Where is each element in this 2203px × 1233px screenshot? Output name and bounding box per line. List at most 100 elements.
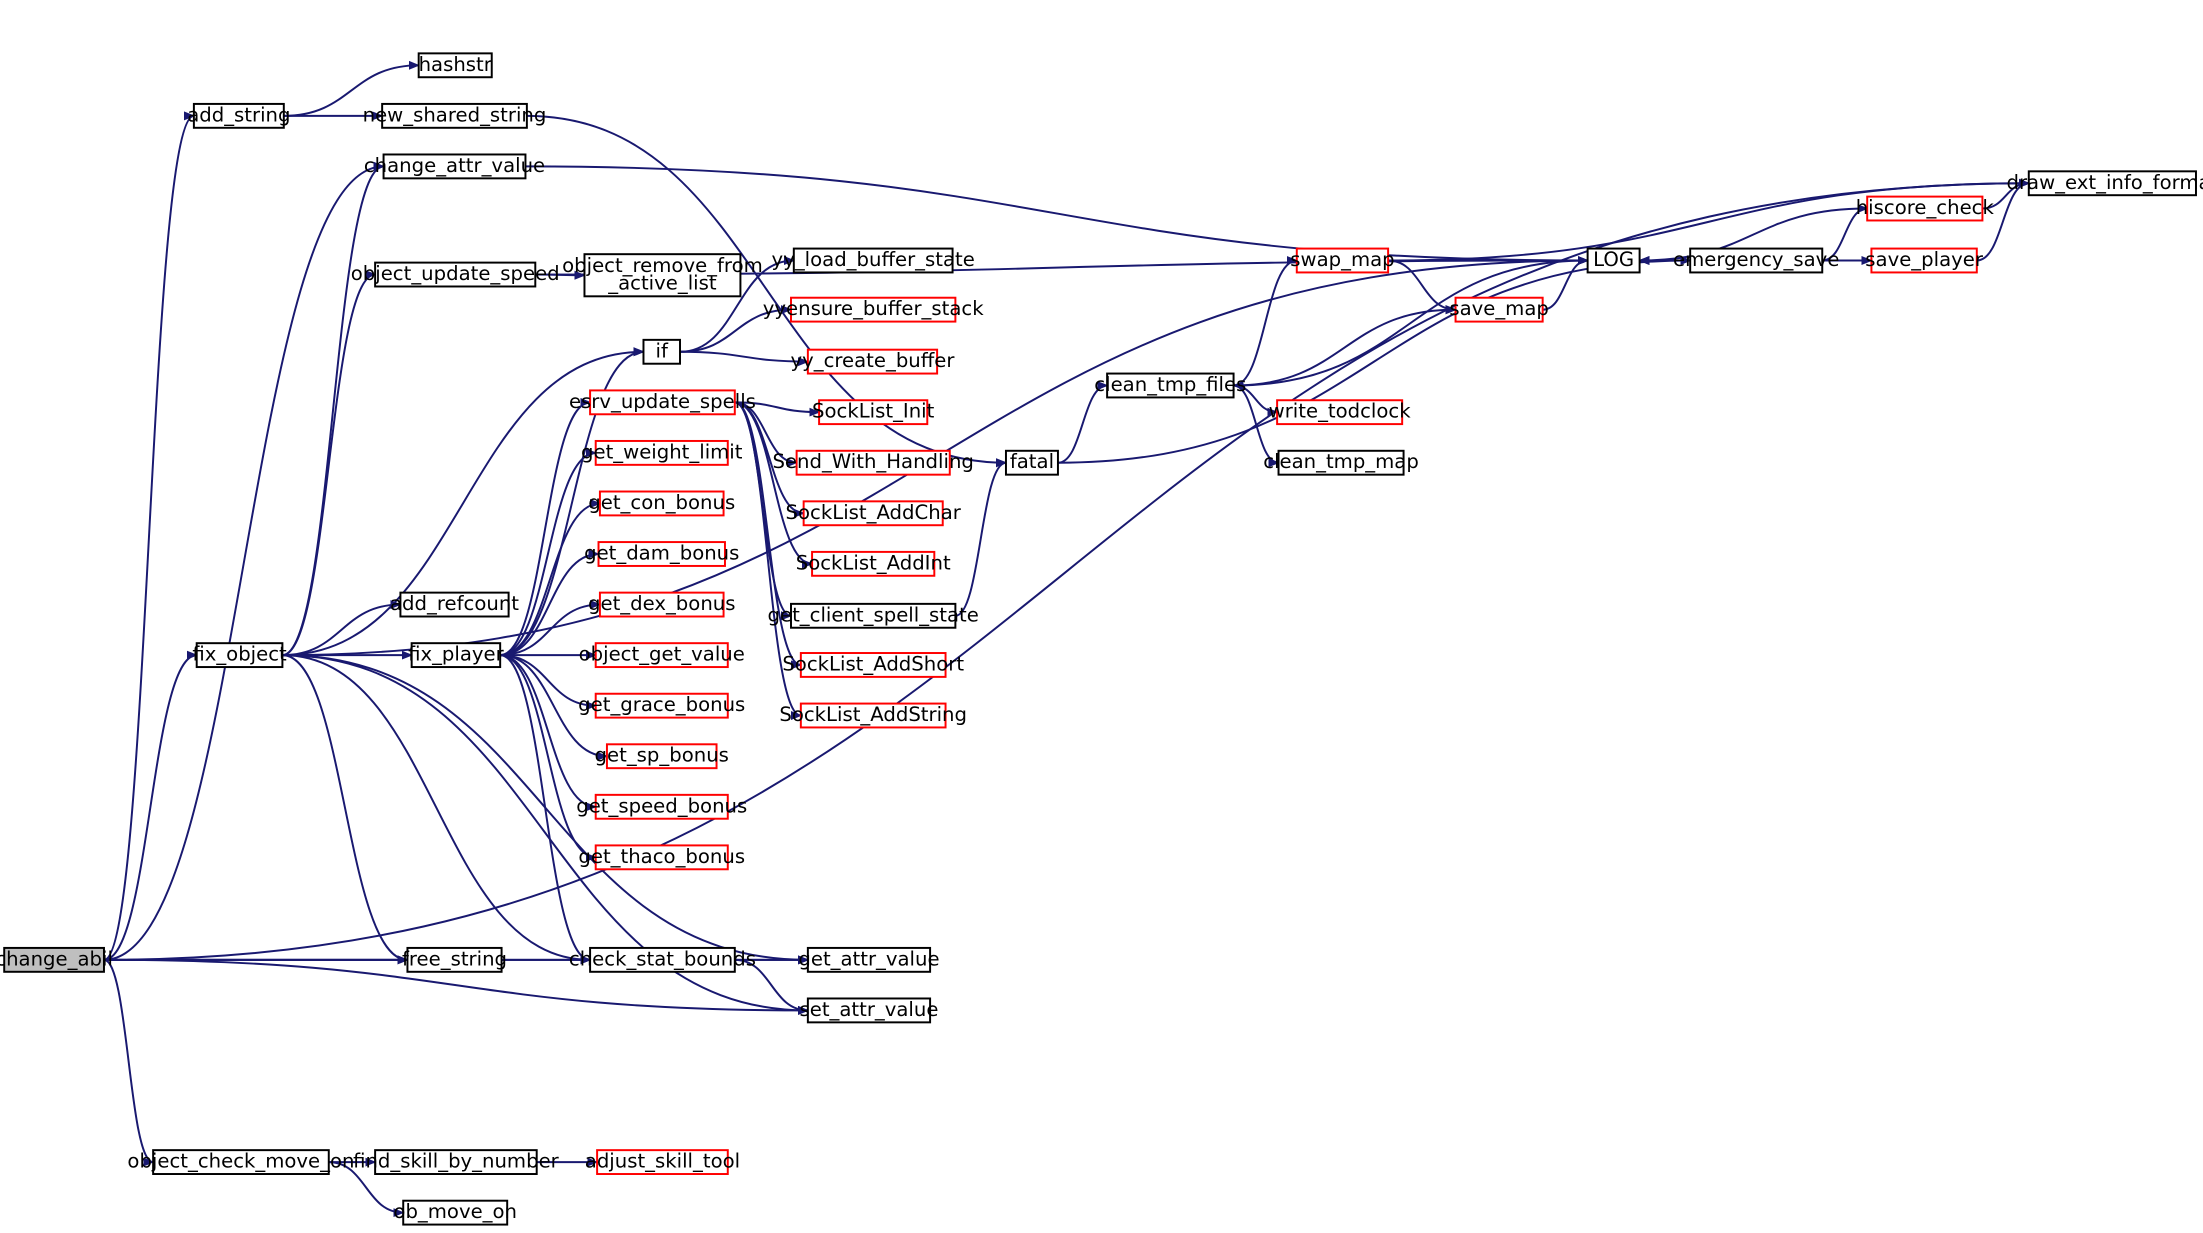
node-change-attr-value[interactable]: change_attr_value [364,153,545,180]
node-send-with-handling[interactable]: Send_With_Handling [772,449,974,476]
node-write-todclock[interactable]: write_todclock [1269,399,1412,426]
node-box [1870,247,1978,274]
node-label: LOG [1593,248,1634,271]
edge-line [955,463,1007,617]
node-label: check_stat_bounds [569,947,756,970]
node-yy-create-buffer[interactable]: yy_create_buffer [790,348,955,375]
node-check-stat-bounds[interactable]: check_stat_bounds [569,946,756,973]
node-object-get-value[interactable]: object_get_value [579,642,745,669]
node-get-con-bonus[interactable]: get_con_bonus [588,490,735,517]
node-fix-player[interactable]: fix_player [408,642,505,669]
node-label: get_dam_bonus [584,542,739,565]
node-get-client-spell-state[interactable]: get_client_spell_state [768,602,979,629]
edge-line [525,165,1587,260]
edge-line [1233,310,1456,387]
node-object-remove-from-active-list[interactable]: object_remove_from_active_list [562,253,763,298]
edge-line [103,166,384,961]
node-clean-tmp-map[interactable]: clean_tmp_map [1263,449,1419,476]
node-box [3,946,105,973]
node-get-dex-bonus[interactable]: get_dex_bonus [588,591,735,618]
node-add-string[interactable]: add_string [187,102,290,129]
edge-if-to-yy_load_buffer_state [680,261,794,353]
edge-clean_tmp_files-to-save_map [1233,310,1456,387]
edge-fix_player-to-get_thaco_bonus [500,654,596,857]
node-label: emergency_save [1673,248,1839,271]
node-fatal[interactable]: fatal [1004,449,1059,476]
node-yyensure-buffer-stack[interactable]: yyensure_buffer_stack [763,296,984,323]
node-label: clean_tmp_map [1263,450,1419,473]
node-draw-ext-info-format[interactable]: draw_ext_info_format [2007,170,2203,197]
node-socklist-addshort[interactable]: SockList_AddShort [782,652,964,678]
node-get-grace-bonus[interactable]: get_grace_bonus [578,692,745,719]
edge-fatal-to-emergency_save [1057,261,1690,464]
node-box [795,449,951,476]
node-save-map[interactable]: save_map [1449,296,1549,323]
node-esrv-update-spells[interactable]: esrv_update_spells [569,389,756,416]
edge-line [734,401,813,563]
edge-line [283,65,419,117]
node-new-shared-string[interactable]: new_shared_string [363,102,547,129]
node-emergency-save[interactable]: emergency_save [1673,247,1839,274]
edge-add_string-to-hashstr [283,65,419,117]
node-ob-move-on[interactable]: ob_move_on [393,1199,517,1226]
edge-line [1233,261,1297,387]
node-yy-load-buffer-state[interactable]: yy_load_buffer_state [772,247,975,274]
node-label: add_refcount [390,592,519,615]
node-swap-map[interactable]: swap_map [1290,247,1395,274]
node-label: object_check_move_on [127,1150,354,1173]
node-socklist-addint[interactable]: SockList_AddInt [796,550,951,577]
edge-line [734,401,802,715]
edge-line [1388,183,2029,262]
node-box [806,348,939,375]
node-change-abil[interactable]: change_abil [0,946,113,973]
edge-esrv_update_spells-to-SockList_AddString [734,401,802,715]
node-socklist-addstring[interactable]: SockList_AddString [779,702,967,729]
node-box [589,946,736,973]
node-get-attr-value[interactable]: get_attr_value [798,946,940,973]
node-free-string[interactable]: free_string [402,946,507,973]
node-hiscore-check[interactable]: hiscore_check [1856,195,1995,222]
edge-change_abil-to-set_attr_value [103,958,808,1011]
node-fix-object[interactable]: fix_object [192,642,287,669]
node-box [2027,170,2197,197]
node-object-check-move-on[interactable]: object_check_move_on [127,1149,354,1176]
node-get-dam-bonus[interactable]: get_dam_bonus [584,541,739,567]
node-hashstr[interactable]: hashstr [417,52,493,79]
node-adjust-skill-tool[interactable]: adjust_skill_tool [585,1149,740,1176]
node-box [1295,247,1390,274]
node-label: set_attr_value [799,998,938,1021]
node-label: change_abil [0,947,113,970]
node-socklist-addchar[interactable]: SockList_AddChar [786,500,962,527]
node-get-sp-bonus[interactable]: get_sp_bonus [595,743,729,770]
edge-line [734,401,819,412]
edge-hiscore_check-to-LOG [1640,207,1868,261]
edge-line [680,310,791,353]
node-if[interactable]: if [642,338,681,365]
node-socklist-init[interactable]: SockList_Init [812,399,935,426]
edge-change_abil-to-change_attr_value [103,166,384,961]
node-save-player[interactable]: save_player [1865,247,1984,274]
node-get-weight-limit[interactable]: get_weight_limit [581,439,743,466]
edge-fix_object-to-object_update_speed [282,275,376,657]
node-set-attr-value[interactable]: set_attr_value [799,997,938,1024]
node-box [1277,449,1405,476]
node-find-skill-by-number[interactable]: find_skill_by_number [353,1149,560,1176]
node-box [195,642,284,669]
node-clean-tmp-files[interactable]: clean_tmp_files [1094,372,1246,399]
node-box [374,261,537,288]
edge-swap_map-to-draw_ext_info_format [1388,183,2029,262]
node-label: yy_create_buffer [790,349,955,372]
node-add-refcount[interactable]: add_refcount [390,591,519,618]
node-box [417,52,493,79]
node-log[interactable]: LOG [1586,247,1641,274]
node-box [589,389,736,416]
edge-line [103,958,154,1162]
edge-fix_player-to-get_dex_bonus [500,605,600,657]
node-get-thaco-bonus[interactable]: get_thaco_bonus [578,844,745,871]
edge-line [1542,261,1588,311]
edge-line [734,958,808,1011]
node-object-update-speed[interactable]: object_update_speed [351,261,560,288]
node-box [799,652,947,678]
node-get-speed-bonus[interactable]: get_speed_bonus [576,793,747,820]
